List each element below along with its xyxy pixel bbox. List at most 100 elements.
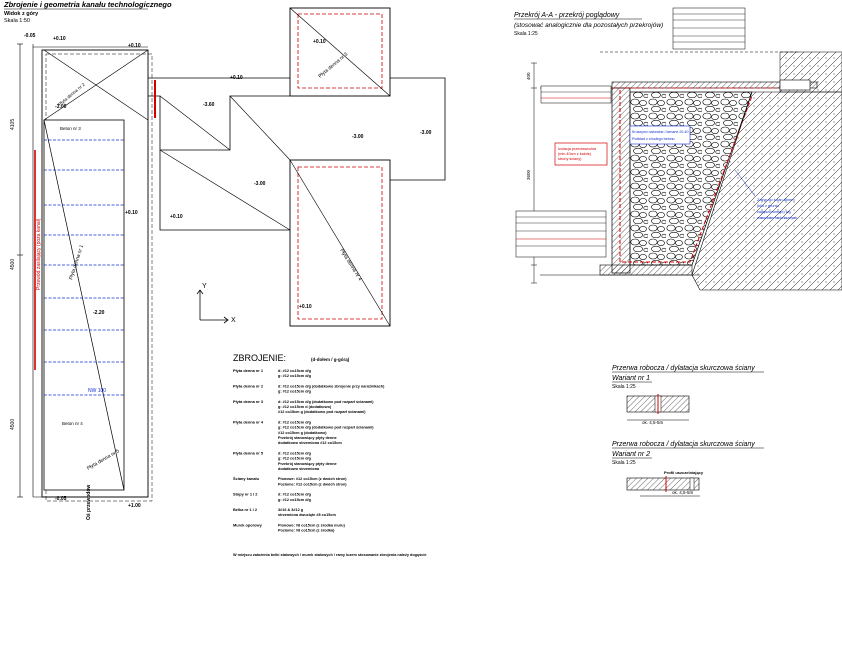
chamber-bottom: Płyta denna nr 4 <box>289 159 391 327</box>
svg-text:+0.10: +0.10 <box>230 75 243 81</box>
beton-3-label: Beton nr 3 <box>60 126 81 131</box>
reinforcement-item-line: Pionowe: #8 co15cm (z środka muru) <box>278 523 346 527</box>
dim-4500-a: 4500 <box>10 259 16 270</box>
svg-text:+0.10: +0.10 <box>128 43 141 49</box>
svg-text:-3.00: -3.00 <box>352 134 364 140</box>
chamber-top: Płyta denna nr 3 <box>289 7 391 97</box>
plan-subtitle: Widok z góry <box>4 11 39 17</box>
plan-title: Zbrojenie i geometria kanału technologic… <box>3 0 172 9</box>
reinforcement-item-name: Murek oporowy <box>233 522 263 527</box>
axis-y-label: Y <box>202 283 207 290</box>
reinforcement-item-name: Płyta denna nr 3 <box>233 399 264 404</box>
detail2-profile-label: Profil uszczelniający <box>664 470 704 475</box>
channel-long: Przewód zasilający (poza kanał) NW 100 P… <box>34 49 153 502</box>
plan-scale: Skala 1:50 <box>4 18 30 24</box>
backfill-note: Zasyp do ścian klinem (klin z gruntu zag… <box>734 169 797 220</box>
detail1-scale: Skala 1:25 <box>612 384 636 390</box>
reinforcement-item-name: Płyta denna nr 1 <box>233 368 264 373</box>
reinforcement-item-line: g: #12 co15cm d (dodatkowo) <box>278 405 332 409</box>
detail1-dim: ok. 4,5-5m <box>642 420 664 425</box>
detail2-title: Przerwa robocza / dylatacja skurczowa śc… <box>612 441 755 448</box>
section-subtitle: (stosować analogicznie dla pozostałych p… <box>514 22 663 29</box>
detail1-variant: Wariant nr 1 <box>612 375 650 382</box>
detail1-title: Przerwa robocza / dylatacja skurczowa śc… <box>612 365 755 372</box>
svg-text:(klin z gruntu: (klin z gruntu <box>757 204 779 208</box>
svg-text:Kruszywo naturalne / łamane 20: Kruszywo naturalne / łamane 20-40 <box>632 130 689 134</box>
svg-text:-0.05: -0.05 <box>55 496 67 502</box>
svg-text:-3.00: -3.00 <box>254 181 266 187</box>
section-scale: Skala 1:25 <box>514 31 538 37</box>
reinforcement-item-line: dodatkowo strzemiona #12 co15cm <box>278 441 342 445</box>
reinforcement-item-line: d: #12 co15cm d/g (dodatkowo pod rozparł… <box>278 400 374 404</box>
detail2-scale: Skala 1:25 <box>612 460 636 466</box>
layer-table-mid <box>540 85 612 104</box>
insulation-note: Izolacja przeciwwodna (min.40cm z każdej… <box>554 142 608 166</box>
nw100-label: NW 100 <box>88 388 106 394</box>
reinforcement-item-line: g: #12 co15cm d/g <box>278 390 312 394</box>
svg-text:(min.40cm z każdej: (min.40cm z każdej <box>558 152 591 156</box>
dim-4105: 4105 <box>10 119 16 130</box>
reinforcement-item-name: Stopy nr 1 i 2 <box>233 492 258 497</box>
svg-text:-3.00: -3.00 <box>55 104 67 110</box>
slab-label-3: Płyta denna nr 3 <box>317 51 349 79</box>
svg-text:-3.60: -3.60 <box>203 102 215 108</box>
reinforcement-item-name: Płyta denna nr 5 <box>233 450 264 455</box>
svg-text:+0.10: +0.10 <box>170 214 183 220</box>
section-aa: Przekrój A-A - przekrój poglądowy (stoso… <box>514 7 842 291</box>
reinforcement-item-line: #12 co15cm g (dodatkowo pod rozparł ścia… <box>278 410 366 414</box>
detail2-dim: ok. 4,5-5m <box>672 490 694 495</box>
reinforcement-spec: ZBROJENIE: (d-dołem / g-górą) Płyta denn… <box>233 353 427 557</box>
detail-variant-2: Przerwa robocza / dylatacja skurczowa śc… <box>612 441 764 497</box>
reinforcement-item-line: dodatkowo strzemiona <box>278 467 320 471</box>
svg-text:+0.10: +0.10 <box>313 39 326 45</box>
svg-text:Izolacja przeciwwodna: Izolacja przeciwwodna <box>558 147 597 151</box>
xy-axes <box>196 289 229 324</box>
detail2-variant: Wariant nr 2 <box>612 451 650 458</box>
svg-text:-0.05: -0.05 <box>24 33 36 39</box>
reinforcement-item-line: Poziome: #8 co15cm (z środka) <box>278 529 335 533</box>
svg-text:-3.00: -3.00 <box>420 130 432 136</box>
svg-text:strony ściany): strony ściany) <box>558 157 582 161</box>
reinforcement-item-line: 3#16 & 3#12 g <box>278 508 304 512</box>
svg-text:Podkład z chudego betonu: Podkład z chudego betonu <box>632 137 675 141</box>
beton-4-label: Beton nr 4 <box>62 421 83 426</box>
svg-text:-2.20: -2.20 <box>93 310 105 316</box>
svg-text:warunków technicznych: warunków technicznych <box>757 216 797 220</box>
reinforcement-item-line: g: #12 co15cm d/g <box>278 457 312 461</box>
svg-text:+0.10: +0.10 <box>125 210 138 216</box>
level-markers: +0.10 -0.05 -3.00 +0.10 -2.20 -3.60 -3.0… <box>24 33 432 509</box>
reinforcement-item-line: d: #12 co15cm d/g (dodatkowo zbrojenie p… <box>278 384 385 388</box>
layer-table-bottom <box>515 210 607 258</box>
reinforcement-title: ZBROJENIE: <box>233 353 286 363</box>
reinforcement-item-line: #12 co15cm g (dodatkowo) <box>278 431 327 435</box>
axis-x-label: X <box>231 317 236 324</box>
reinforcement-item-line: d: #12 co15cm d/g <box>278 493 312 497</box>
reinforcement-item-line: g: #12 co15cm d/g (dodatkowo pod rozparł… <box>278 426 374 430</box>
plan-view: Zbrojenie i geometria kanału technologic… <box>3 0 446 520</box>
reinforcement-item-line: g: #12 co15cm d/g <box>278 374 312 378</box>
svg-text:+0.10: +0.10 <box>299 304 312 310</box>
svg-text:3600: 3600 <box>526 169 531 180</box>
reinforcement-item-name: Belka nr 1 i 2 <box>233 507 258 512</box>
reinforcement-item-name: Płyta denna nr 4 <box>233 419 264 424</box>
reinforcement-item-line: Poziome: #12 co15cm (z dwóch stron) <box>278 482 347 486</box>
connecting-slabs <box>148 77 446 231</box>
section-title: Przekrój A-A - przekrój poglądowy <box>514 12 620 19</box>
svg-text:400: 400 <box>526 72 531 80</box>
reinforcement-note: W miejscu założenia belki stalowych / mu… <box>233 553 427 557</box>
dim-4500-b: 4500 <box>10 419 16 430</box>
slab-label-2: Płyta denna nr 2 <box>57 82 86 107</box>
reinforcement-subtitle: (d-dołem / g-górą) <box>311 357 350 362</box>
detail-variant-1: Przerwa robocza / dylatacja skurczowa śc… <box>612 365 764 425</box>
svg-text:Zasyp do ścian klinem: Zasyp do ścian klinem <box>757 198 795 202</box>
reinforcement-item-line: Przekrój stanowiący płyty denne <box>278 436 337 440</box>
slab-label-4: Płyta denna nr 4 <box>338 248 363 282</box>
reinforcement-item-line: d: #12 co15cm d/g <box>278 369 312 373</box>
svg-text:+1.00: +1.00 <box>128 503 141 509</box>
reinforcement-item-line: d: #12 co15cm d/g <box>278 451 312 455</box>
reinforcement-item-line: Przekrój stanowiący płyty denne <box>278 462 337 466</box>
reinforcement-item-line: g: #12 co15cm d/g <box>278 498 312 502</box>
svg-text:+0.10: +0.10 <box>53 36 66 42</box>
